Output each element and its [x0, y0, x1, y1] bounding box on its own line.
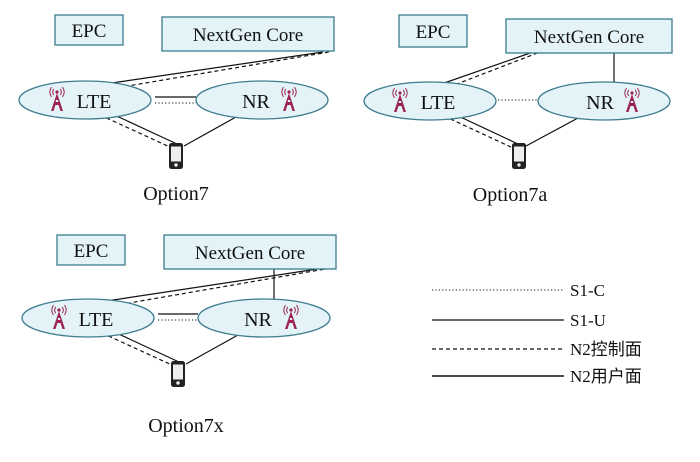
lte-ue-dashed-line: [443, 115, 514, 149]
lte-ue-solid-line: [107, 111, 178, 145]
lte-core-n2c-line: [103, 51, 330, 91]
nr-node: [197, 298, 331, 338]
nr-ue-line: [183, 116, 237, 147]
epc-box: [54, 14, 124, 46]
lte-core-s1u-line: [99, 267, 325, 303]
legend-n2c-label: N2控制面: [570, 340, 642, 359]
legend: S1-C S1-U N2控制面 N2用户面: [432, 281, 642, 386]
nextgen-core-box: [163, 234, 337, 270]
ue-phone-icon: [169, 143, 183, 169]
nr-label: NR: [586, 92, 614, 114]
lte-core-s1u-line: [97, 51, 324, 86]
epc-label: EPC: [72, 21, 107, 42]
nextgen-core-box: [161, 16, 335, 52]
option7-diagram: EPC NextGen Core LTE NR Option7: [18, 14, 335, 205]
nr-label: NR: [242, 91, 270, 113]
nr-ue-line: [185, 334, 239, 365]
epc-box: [398, 14, 468, 48]
lte-ue-dashed-line: [101, 332, 175, 367]
lte-label: LTE: [77, 91, 112, 113]
legend-s1c-label: S1-C: [570, 281, 605, 300]
option7a-caption: Option7a: [473, 184, 548, 206]
lte-label: LTE: [79, 309, 114, 331]
nextgen-core-label: NextGen Core: [193, 25, 303, 46]
option7x-caption: Option7x: [148, 415, 224, 437]
epc-box: [56, 234, 126, 266]
lte-ue-dashed-line: [99, 114, 173, 149]
nr-ue-line: [525, 117, 579, 147]
nextgen-core-box: [505, 18, 673, 54]
lte-core-n2c-line: [105, 267, 332, 308]
option7-caption: Option7: [143, 183, 209, 205]
option7a-diagram: EPC NextGen Core LTE NR Option7a: [363, 14, 673, 206]
nextgen-core-label: NextGen Core: [195, 243, 305, 264]
nr-label: NR: [244, 309, 272, 331]
lte-ue-solid-line: [109, 329, 180, 363]
legend-n2u-label: N2用户面: [570, 367, 642, 386]
lte-label: LTE: [421, 92, 456, 114]
nr-node: [195, 80, 329, 120]
option7x-diagram: EPC NextGen Core LTE NR Option7x: [21, 234, 337, 437]
epc-label: EPC: [416, 22, 451, 43]
ue-phone-icon: [512, 143, 526, 169]
ue-phone-icon: [171, 361, 185, 387]
legend-s1u-label: S1-U: [570, 311, 606, 330]
nextgen-core-label: NextGen Core: [534, 27, 644, 48]
epc-label: EPC: [74, 241, 109, 262]
lte-core-n2c-line: [435, 51, 541, 93]
